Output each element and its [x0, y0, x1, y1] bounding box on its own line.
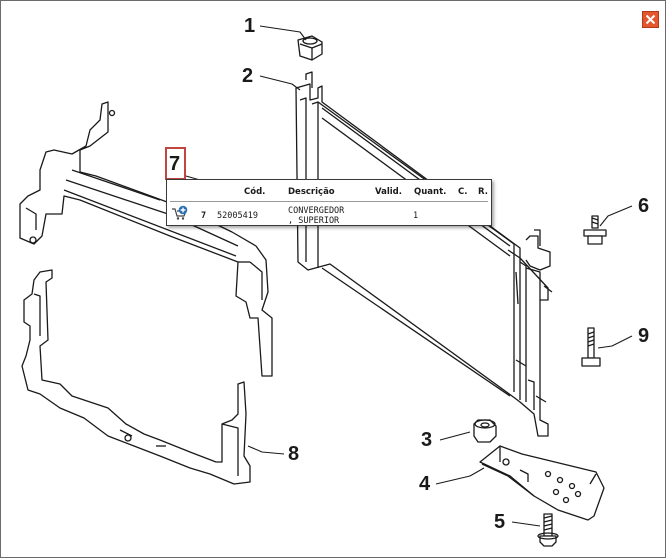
part-info-popup: Cód. Descrição Valid. Quant. C. R. 7 520…: [166, 179, 492, 226]
header-descricao: Descrição: [288, 187, 335, 197]
header-separator: [170, 201, 488, 202]
radiator: [295, 71, 553, 437]
upper-convergent-frame: [19, 101, 273, 377]
callout-6: 6: [638, 195, 649, 217]
callout-3: 3: [421, 429, 432, 451]
leader-lines: [185, 25, 633, 527]
bolt-part-9: [581, 327, 601, 367]
row-desc-line2: , SUPERIOR: [288, 216, 340, 226]
callout-9: 9: [638, 325, 649, 347]
bushing-part-3: [473, 419, 497, 443]
header-quant: Quant.: [414, 187, 447, 197]
stud-part-6: [583, 215, 607, 245]
header-r: R.: [478, 187, 488, 197]
lower-frame: [21, 269, 251, 485]
row-number: 7: [201, 211, 207, 221]
callout-4: 4: [419, 473, 431, 495]
add-to-cart-icon: [172, 205, 188, 220]
bolt-part-5: [537, 513, 559, 547]
nut-part-1: [297, 35, 323, 61]
row-cod: 52005419: [217, 211, 258, 221]
callout-5: 5: [494, 511, 505, 533]
row-quant: 1: [413, 211, 419, 221]
row-desc-line1: CONVERGEDOR: [288, 206, 345, 216]
bracket-part-4: [479, 445, 605, 521]
close-button[interactable]: [642, 11, 659, 28]
callout-7: 7: [169, 153, 181, 175]
add-to-cart-button[interactable]: [171, 205, 189, 221]
header-c: C.: [458, 187, 468, 197]
callout-7-highlight[interactable]: 7: [165, 147, 186, 180]
callout-2: 2: [242, 65, 253, 87]
callout-1: 1: [244, 15, 255, 37]
header-cod: Cód.: [244, 187, 266, 197]
callout-8: 8: [288, 443, 299, 465]
header-valid: Valid.: [375, 187, 402, 197]
close-icon: [645, 14, 656, 25]
